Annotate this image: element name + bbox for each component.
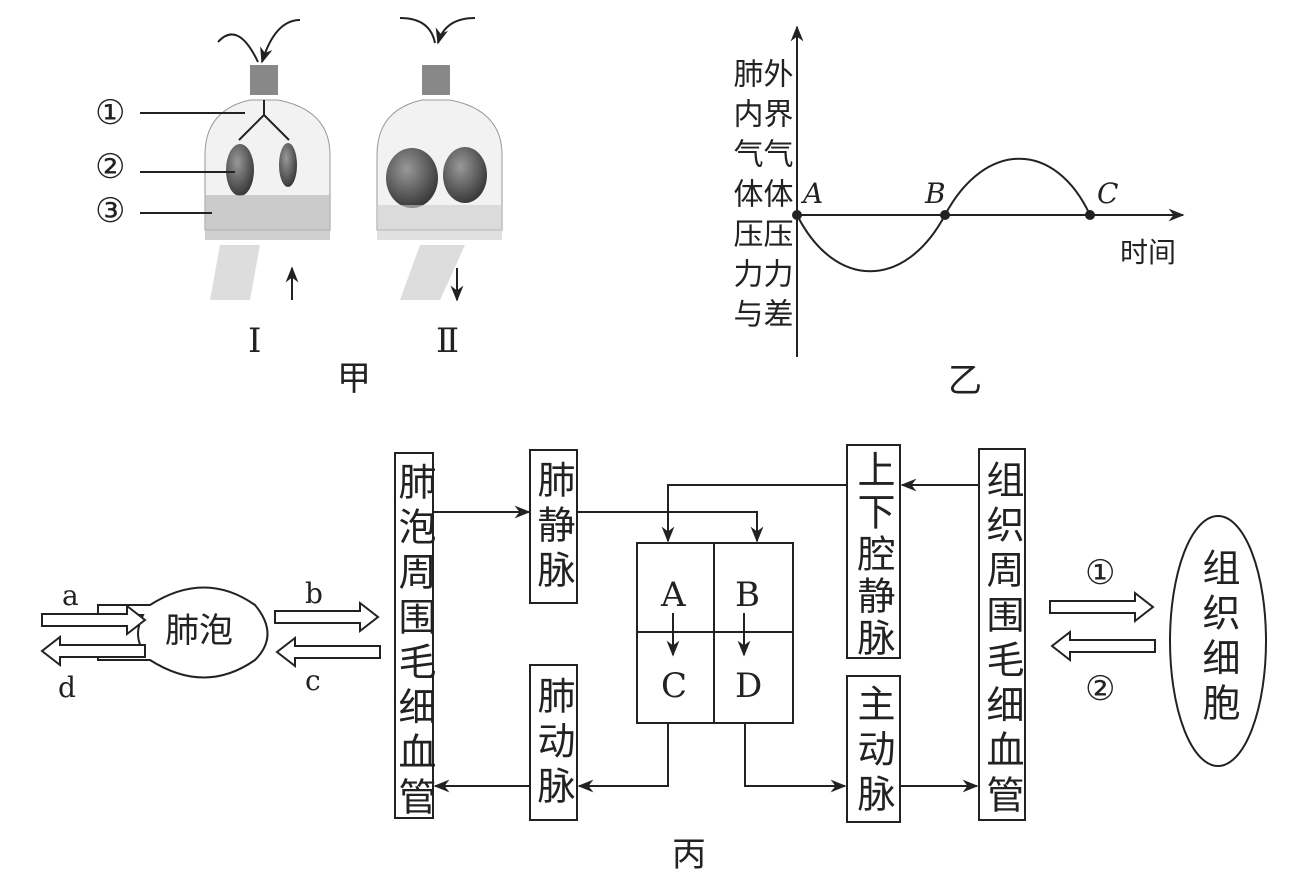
box-pulmonary-vein (529, 449, 578, 604)
alveolar-capillaries-label: 肺泡周围毛细血管 (392, 462, 436, 822)
tissue-cell-label: 组织细胞 (1196, 548, 1240, 728)
jar-2-label: Ⅱ (436, 321, 459, 361)
hollow-arrow-b (274, 600, 380, 634)
panel-yi: A B C 时间 肺内气体压力与 外界气体压力差 乙 (728, 25, 1185, 401)
box-pulmonary-artery (529, 664, 578, 821)
tissue-cell (1169, 515, 1267, 767)
pulmonary-artery-label: 肺动脉 (531, 676, 575, 811)
point-c (1085, 210, 1095, 220)
chamber-c: C (661, 666, 687, 706)
label-2: ② (95, 147, 125, 187)
box-vena-cava (846, 444, 901, 659)
jar-1-label: Ⅰ (248, 321, 261, 361)
box-aorta (846, 675, 901, 823)
label-1: ① (95, 93, 125, 133)
alveolus: 肺泡 (97, 586, 269, 679)
hollow-arrow-2 (1050, 629, 1156, 663)
point-b (940, 210, 950, 220)
vena-cava-label: 上下腔静脉 (851, 450, 895, 660)
panel-jia: ① ② ③ Ⅰ Ⅱ 甲 (95, 17, 503, 399)
chamber-d: D (735, 666, 762, 706)
bell-jar-2 (376, 17, 503, 302)
hollow-arrow-1 (1049, 590, 1155, 624)
heart: A B C D (636, 542, 794, 724)
label-c: c (305, 664, 321, 697)
aorta-label: 主动脉 (851, 684, 895, 819)
tissue-capillaries-label: 组织周围毛细血管 (980, 460, 1024, 820)
hollow-arrow-c (275, 635, 381, 669)
y-axis-label-2: 外界气体压力差 (758, 58, 794, 338)
y-axis-label-1: 肺内气体压力与 (728, 58, 764, 338)
bell-jar-1 (204, 19, 331, 300)
caption-jia: 甲 (337, 359, 371, 399)
label-a: a (62, 579, 79, 612)
pulmonary-vein-label: 肺静脉 (531, 460, 575, 595)
label-b: B (924, 177, 946, 210)
label-d: d (58, 671, 76, 704)
label-3: ③ (95, 191, 125, 231)
label-n1: ① (1085, 553, 1115, 593)
point-a (792, 210, 802, 220)
caption-yi: 乙 (948, 361, 982, 401)
box-alveolar-capillaries (394, 452, 434, 819)
label-n2: ② (1085, 669, 1115, 709)
hollow-arrow-a (41, 603, 147, 637)
chamber-b: B (735, 575, 760, 615)
label-c: C (1097, 177, 1118, 210)
label-b: b (305, 577, 323, 610)
alveolus-label: 肺泡 (165, 611, 233, 651)
box-tissue-capillaries (978, 448, 1026, 821)
label-a: A (800, 177, 823, 210)
caption-bing: 丙 (672, 835, 706, 875)
chamber-a: A (660, 575, 686, 615)
x-axis-label: 时间 (1120, 236, 1176, 269)
panel-bing: 肺泡 a d b c 肺泡周围毛细血管 肺静脉 肺动脉 上下腔静脉 主动脉 组织… (40, 444, 1267, 875)
flow-lines (433, 478, 979, 793)
hollow-arrow-d (40, 634, 146, 668)
